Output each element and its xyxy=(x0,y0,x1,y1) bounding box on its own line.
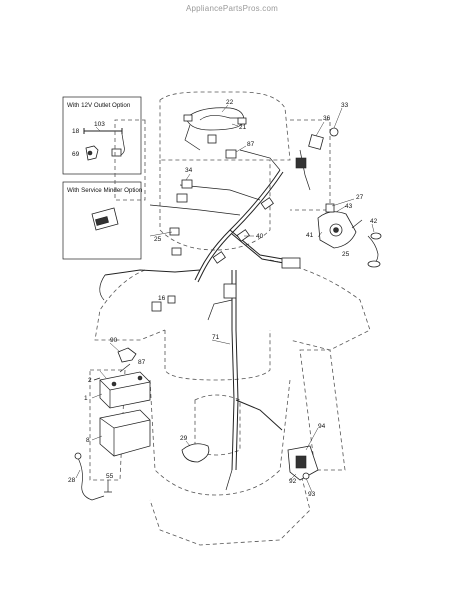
callout-8: 8 xyxy=(86,437,90,444)
callout-28: 28 xyxy=(68,477,76,484)
callout-25-right: 25 xyxy=(342,251,350,258)
callout-55: 55 xyxy=(106,473,114,480)
part-29 xyxy=(181,443,210,463)
callout-1: 1 xyxy=(84,395,88,402)
callout-18: 18 xyxy=(72,128,80,135)
outlet-option-box: With 12V Outlet Option 103 18 69 xyxy=(62,96,142,175)
callout-92: 92 xyxy=(289,478,297,485)
callout-25-left: 25 xyxy=(154,236,162,243)
callout-87-upper: 87 xyxy=(247,141,255,148)
callout-103: 103 xyxy=(94,121,105,128)
callout-41: 41 xyxy=(306,232,314,239)
callout-42: 42 xyxy=(370,218,378,225)
callout-94: 94 xyxy=(318,423,326,430)
leader-lines xyxy=(75,104,375,493)
battery-tray xyxy=(99,409,151,457)
tractor-outline xyxy=(89,91,371,546)
outlet-option-title: With 12V Outlet Option xyxy=(67,102,131,109)
callout-40: 40 xyxy=(256,233,264,240)
part-90 xyxy=(117,347,137,363)
callout-36: 36 xyxy=(323,115,331,122)
switch-16 xyxy=(151,301,162,312)
callout-71: 71 xyxy=(212,334,220,341)
module-94 xyxy=(287,445,319,481)
callout-29: 29 xyxy=(180,435,188,442)
callout-22: 22 xyxy=(226,99,234,106)
callout-2: 2 xyxy=(88,377,92,384)
starter-solenoid xyxy=(317,203,363,249)
outlet-harness xyxy=(83,128,123,134)
relay-upper xyxy=(225,149,237,159)
callout-69: 69 xyxy=(72,151,80,158)
cable-42 xyxy=(367,232,382,268)
callout-21: 21 xyxy=(239,124,247,131)
headlight-harness xyxy=(183,107,247,144)
watermark: AppliancePartsPros.com xyxy=(186,4,278,13)
callout-87-lower: 87 xyxy=(138,359,146,366)
callout-93: 93 xyxy=(308,491,316,498)
callout-27: 27 xyxy=(356,194,364,201)
bolt-55 xyxy=(104,480,112,493)
connector-34 xyxy=(181,179,193,189)
callout-numbers: 22 21 33 36 87 34 27 43 42 41 25 25 40 1… xyxy=(68,99,378,498)
callout-33: 33 xyxy=(341,102,349,109)
ignition-switch xyxy=(295,127,339,169)
service-minder-box: With Service Minder Option xyxy=(62,181,143,260)
outlet-connector xyxy=(111,148,122,157)
callout-90: 90 xyxy=(110,337,118,344)
seat-switch xyxy=(223,283,237,299)
callout-16: 16 xyxy=(158,295,166,302)
callout-34: 34 xyxy=(185,167,193,174)
battery xyxy=(93,363,151,409)
callout-43: 43 xyxy=(345,203,353,210)
ground-cable xyxy=(77,457,105,501)
service-minder-title: With Service Minder Option xyxy=(67,187,143,194)
